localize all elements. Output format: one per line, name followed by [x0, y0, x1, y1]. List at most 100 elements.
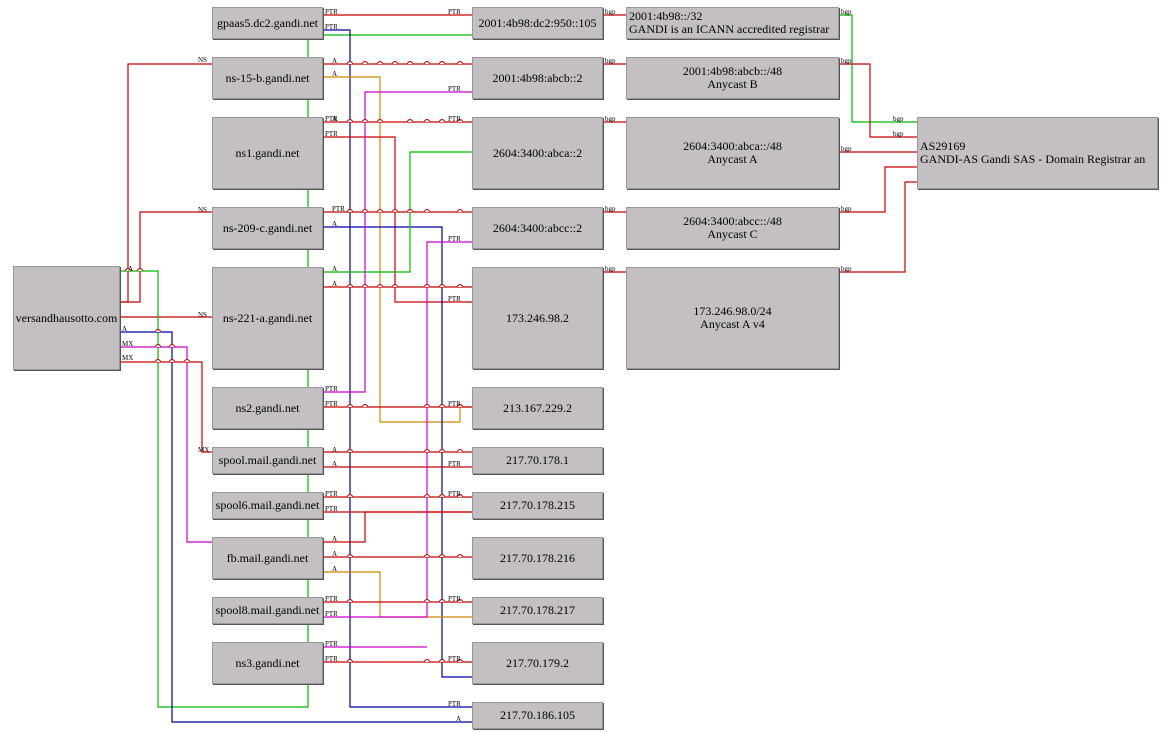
edge-crossing-hop — [346, 599, 354, 603]
node-ip-173-246-98-2[interactable]: 173.246.98.2 — [472, 267, 603, 369]
node-ip-217-70-178-215[interactable]: 217.70.178.215 — [472, 492, 603, 519]
edge-crossing-hop — [456, 554, 464, 558]
edge-crossing-hop — [438, 119, 446, 123]
node-ip-217-70-178-217[interactable]: 217.70.178.217 — [472, 597, 603, 624]
edge-crossing-hop — [154, 329, 162, 333]
edge-red-0 — [120, 63, 212, 303]
edge-crossing-hop — [124, 268, 132, 272]
node-spool6-mail[interactable]: spool6.mail.gandi.net — [212, 492, 323, 519]
edge-label: bgp — [605, 8, 616, 16]
edge-label: A — [332, 57, 338, 65]
node-label-line: GANDI is an ICANN accredited registrar — [629, 22, 830, 36]
node-fb-mail[interactable]: fb.mail.gandi.net — [212, 537, 323, 579]
edge-crossing-hop — [361, 284, 369, 288]
edge-crossing-hop — [423, 554, 431, 558]
edge-crossing-hop — [423, 284, 431, 288]
edge-label: bgp — [605, 205, 616, 213]
node-ns2[interactable]: ns2.gandi.net — [212, 387, 323, 429]
node-ns-15-b[interactable]: ns-15-b.gandi.net — [212, 57, 323, 99]
node-label-line: 2604:3400:abcc::2 — [492, 220, 583, 235]
edge-label: PTR — [448, 8, 461, 16]
edge-magenta-17 — [323, 91, 472, 393]
node-label-line: 217.70.186.105 — [500, 708, 575, 722]
node-versandhausotto[interactable]: versandhausotto.com — [13, 266, 120, 370]
edge-crossing-hop — [346, 449, 354, 453]
node-label-line: 213.167.229.2 — [503, 400, 572, 415]
edge-crossing-hop — [438, 599, 446, 603]
edge-label: bgp — [841, 265, 852, 273]
node-ip-217-70-178-216[interactable]: 217.70.178.216 — [472, 537, 603, 579]
edge-crossing-hop — [438, 494, 446, 498]
node-ns3[interactable]: ns3.gandi.net — [212, 642, 323, 684]
edge-crossing-hop — [456, 404, 464, 408]
node-label-line: 2604:3400:abcc::/48 — [683, 214, 782, 228]
edge-label: NS — [198, 206, 207, 214]
node-ip-217-70-178-1[interactable]: 217.70.178.1 — [472, 447, 603, 474]
edge-crossing-hop — [438, 659, 446, 663]
node-label-line: AS29169 — [920, 139, 966, 153]
edge-label: bgp — [893, 130, 904, 138]
node-ip-2604-3400-abcc-2[interactable]: 2604:3400:abcc::2 — [472, 207, 603, 249]
node-ip-217-70-179-2[interactable]: 217.70.179.2 — [472, 642, 603, 684]
edge-label: PTR — [448, 235, 461, 243]
node-spool8-mail[interactable]: spool8.mail.gandi.net — [212, 597, 323, 624]
edge-label: bgp — [605, 265, 616, 273]
edge-label: PTR — [325, 655, 338, 663]
edge-label: bgp — [893, 115, 904, 123]
node-label-line: 2001:4b98::/32 — [629, 9, 703, 23]
node-ns-209-c[interactable]: ns-209-c.gandi.net — [212, 207, 323, 249]
edge-crossing-hop — [423, 119, 431, 123]
node-ns1[interactable]: ns1.gandi.net — [212, 117, 323, 189]
edge-label: PTR — [325, 595, 338, 603]
node-label-line: ns2.gandi.net — [235, 400, 300, 415]
node-label-line: 2001:4b98:dc2:950::105 — [478, 15, 597, 30]
node-ip-217-70-186-105[interactable]: 217.70.186.105 — [472, 702, 603, 729]
edge-crossing-hop — [391, 209, 399, 213]
edge-label: bgp — [841, 145, 852, 153]
edge-crossing-hop — [456, 659, 464, 663]
edge-crossing-hop — [456, 449, 464, 453]
edge-crossing-hop — [456, 61, 464, 65]
node-ip-2001-4b98-abcb-2[interactable]: 2001:4b98:abcb::2 — [472, 57, 603, 99]
edge-label: PTR — [325, 385, 338, 393]
edge-crossing-hop — [168, 344, 176, 348]
node-label-line: gpaas5.dc2.gandi.net — [217, 15, 318, 30]
edge-crossing-hop — [361, 61, 369, 65]
node-ip-2001-4b98-dc2-950-105[interactable]: 2001:4b98:dc2:950::105 — [472, 7, 603, 39]
node-label-line: ns-209-c.gandi.net — [222, 220, 313, 235]
node-label-line: 173.246.98.0/24 — [693, 304, 772, 318]
node-label-line: 2604:3400:abca::/48 — [683, 139, 782, 153]
edge-label: PTR — [448, 490, 461, 498]
node-gpaas5[interactable]: gpaas5.dc2.gandi.net — [212, 7, 323, 39]
node-ip-2604-3400-abca-2[interactable]: 2604:3400:abca::2 — [472, 117, 603, 189]
edge-label: A — [332, 535, 338, 543]
edge-crossing-hop — [376, 284, 384, 288]
node-label-line: ns3.gandi.net — [235, 655, 300, 670]
node-ns-221-a[interactable]: ns-221-a.gandi.net — [212, 267, 323, 369]
node-label-line: versandhausotto.com — [15, 310, 118, 325]
edge-label: PTR — [325, 8, 338, 16]
edge-label: PTR — [332, 205, 345, 213]
edge-crossing-hop — [183, 359, 191, 363]
edge-crossing-hop — [423, 61, 431, 65]
edge-red-38 — [839, 166, 917, 213]
node-ip-213-167-229-2[interactable]: 213.167.229.2 — [472, 387, 603, 429]
node-label-line: spool8.mail.gandi.net — [215, 603, 320, 617]
edge-crossing-hop — [406, 119, 414, 123]
edge-blue-4 — [120, 331, 472, 723]
node-label-line: 2001:4b98:abcb::2 — [492, 70, 583, 85]
edge-blue-8 — [323, 29, 472, 708]
edge-label: MX — [122, 354, 134, 362]
node-label-line: Anycast B — [707, 77, 758, 91]
edge-crossing-hop — [346, 61, 354, 65]
edge-label: PTR — [325, 610, 338, 618]
edge-crossing-hop — [346, 494, 354, 498]
node-spool-mail[interactable]: spool.mail.gandi.net — [212, 447, 323, 474]
